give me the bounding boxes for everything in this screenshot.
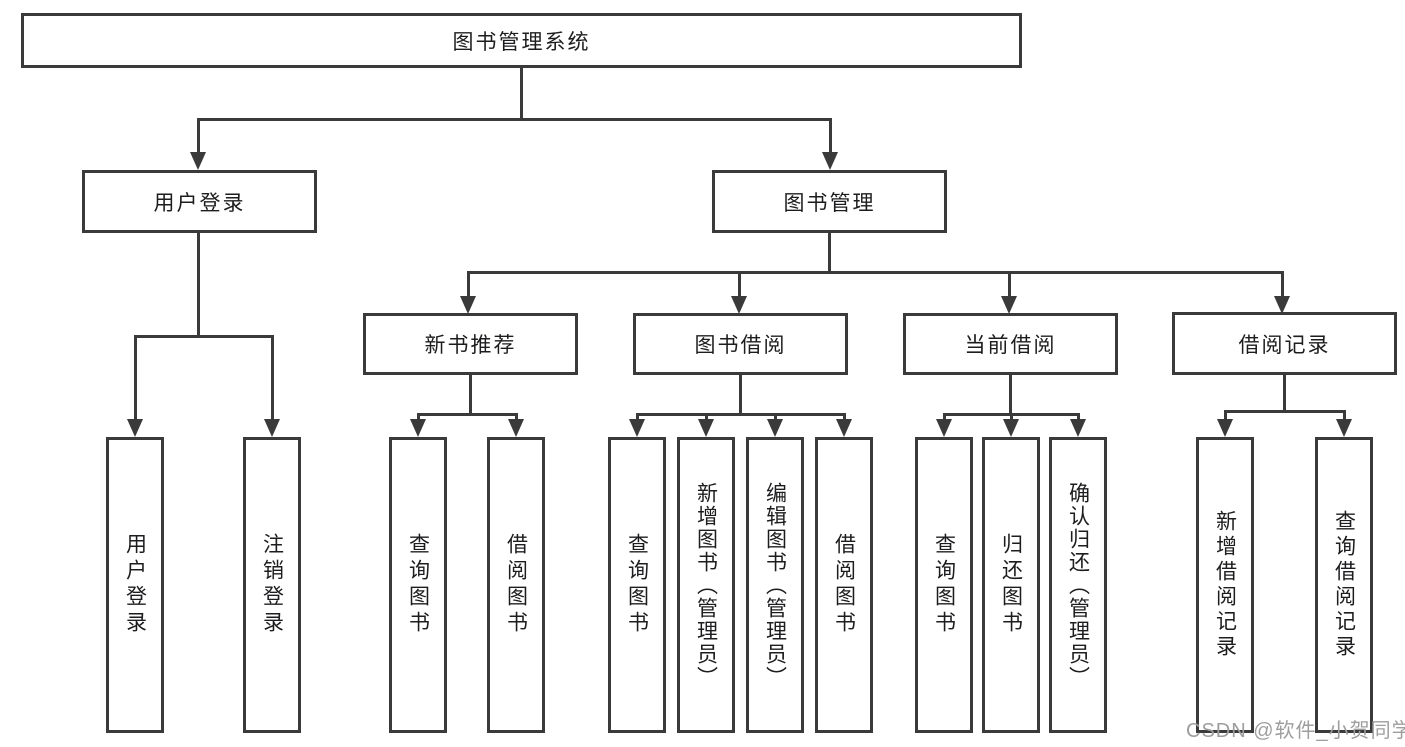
node-query-books-recommend: 查询图书: [389, 437, 447, 733]
node-book-borrowing: 图书借阅: [633, 313, 848, 375]
connector-bb-trunk: [739, 375, 742, 416]
connector-bookmgmt-trunk: [828, 233, 831, 274]
arrowhead-nbr-borrow-books: [508, 419, 524, 437]
connector-bookmgmt-stem-1: [467, 271, 470, 299]
connector-root-stem-left: [197, 118, 200, 155]
connector-root-bar: [197, 118, 831, 121]
arrowhead-bb-query-books: [629, 419, 645, 437]
arrowhead-nbr-query-books: [410, 419, 426, 437]
arrowhead-book-management: [822, 152, 838, 170]
node-new-book-recommend: 新书推荐: [363, 313, 578, 375]
connector-bookmgmt-stem-4: [1281, 271, 1284, 299]
connector-cb-trunk: [1009, 375, 1012, 416]
node-library-system: 图书管理系统: [21, 13, 1022, 68]
connector-nbr-stem-2: [515, 413, 518, 423]
node-query-borrow-record: 查询借阅记录: [1315, 437, 1373, 733]
node-confirm-return-admin: 确认归还（管理员）: [1049, 437, 1107, 733]
connector-bb-stem-4: [843, 413, 846, 423]
connector-nbr-bar: [417, 413, 518, 416]
arrowhead-bb-add-books: [698, 419, 714, 437]
connector-bookmgmt-stem-3: [1008, 271, 1011, 299]
node-book-management: 图书管理: [712, 170, 947, 233]
connector-userlogin-bar: [134, 335, 274, 338]
csdn-watermark: CSDN @软件_小贺同学: [1186, 720, 1405, 742]
connector-nbr-stem-1: [417, 413, 420, 423]
connector-br-stem-2: [1343, 410, 1346, 422]
node-return-books: 归还图书: [982, 437, 1040, 733]
node-logout: 注销登录: [243, 437, 301, 733]
connector-cb-stem-3: [1077, 413, 1080, 423]
arrowhead-br-add-record: [1217, 419, 1233, 437]
arrowhead-new-book-recommend: [460, 296, 476, 314]
node-query-books-borrowing: 查询图书: [608, 437, 666, 733]
arrowhead-bb-borrow-books: [836, 419, 852, 437]
arrowhead-borrow-records: [1274, 296, 1290, 314]
node-borrow-books-recommend: 借阅图书: [487, 437, 545, 733]
connector-bookmgmt-bar: [467, 271, 1284, 274]
arrowhead-user-login: [190, 152, 206, 170]
node-add-borrow-record: 新增借阅记录: [1196, 437, 1254, 733]
node-edit-books-admin: 编辑图书（管理员）: [746, 437, 804, 733]
connector-cb-stem-1: [943, 413, 946, 423]
connector-br-bar: [1224, 410, 1346, 413]
arrowhead-cb-return-books: [1003, 419, 1019, 437]
connector-cb-stem-2: [1010, 413, 1013, 423]
arrowhead-cb-query-books: [936, 419, 952, 437]
node-user-login: 用户登录: [82, 170, 317, 233]
connector-br-trunk: [1283, 375, 1286, 413]
arrowhead-br-query-record: [1336, 419, 1352, 437]
connector-bookmgmt-stem-2: [738, 271, 741, 299]
connector-userlogin-stem-right: [271, 335, 274, 422]
arrowhead-current-borrowing: [1001, 296, 1017, 314]
node-login: 用户登录: [106, 437, 164, 733]
connector-userlogin-trunk: [197, 233, 200, 335]
node-borrow-books-borrowing: 借阅图书: [815, 437, 873, 733]
connector-bb-stem-2: [705, 413, 708, 423]
node-query-books-current: 查询图书: [915, 437, 973, 733]
connector-br-stem-1: [1224, 410, 1227, 422]
connector-bb-stem-1: [636, 413, 639, 423]
arrowhead-login: [127, 419, 143, 437]
connector-bb-stem-3: [774, 413, 777, 423]
connector-nbr-trunk: [469, 375, 472, 416]
node-current-borrowing: 当前借阅: [903, 313, 1118, 375]
arrowhead-cb-confirm-return: [1070, 419, 1086, 437]
arrowhead-bb-edit-books: [767, 419, 783, 437]
arrowhead-book-borrowing: [731, 296, 747, 314]
node-add-books-admin: 新增图书（管理员）: [677, 437, 735, 733]
connector-userlogin-stem-left: [134, 335, 137, 422]
connector-root-stem-right: [829, 118, 832, 155]
arrowhead-logout: [264, 419, 280, 437]
connector-root-trunk: [520, 68, 523, 118]
connector-bb-bar: [636, 413, 846, 416]
node-borrow-records: 借阅记录: [1172, 312, 1397, 375]
